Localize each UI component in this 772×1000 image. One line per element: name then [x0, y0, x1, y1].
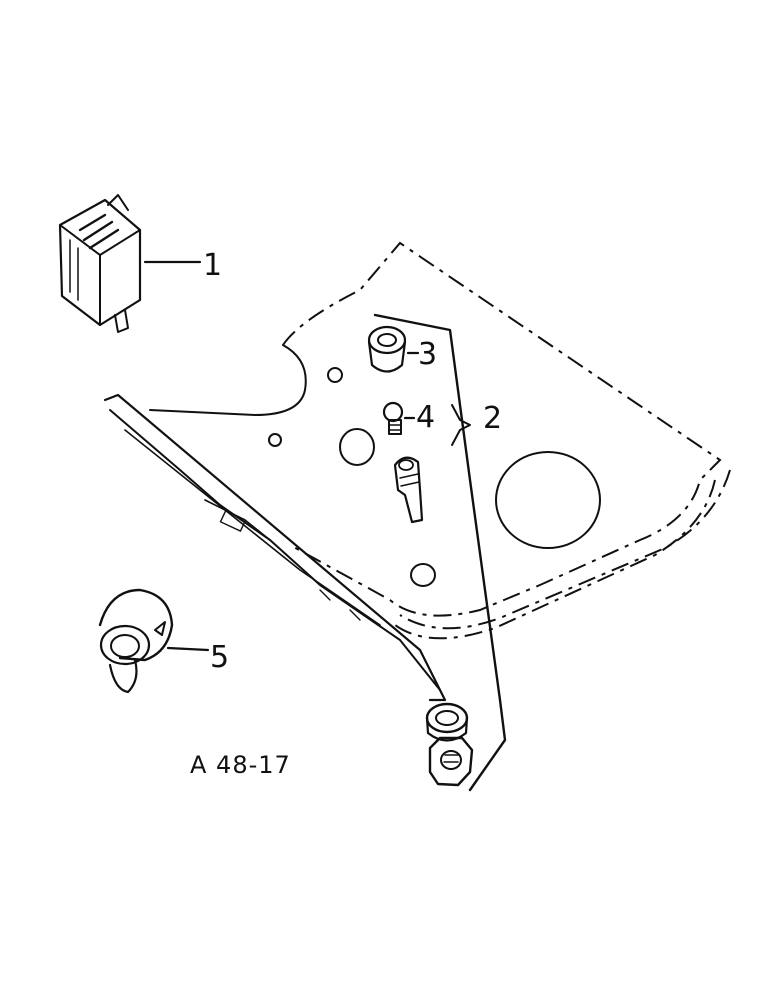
figure-id: A 48-17	[190, 751, 291, 779]
grommet	[367, 325, 420, 373]
callout-5: 5	[210, 640, 229, 675]
callout-4: 4	[416, 400, 435, 435]
frame-rail	[103, 393, 447, 702]
mounting-panel	[149, 241, 731, 640]
callout-3: 3	[418, 337, 437, 372]
bracket-plate	[373, 313, 507, 792]
bulb	[382, 401, 416, 435]
callout-1: 1	[203, 248, 222, 283]
lamp-socket	[393, 456, 424, 524]
nut-and-washer	[425, 702, 474, 787]
horn-buzzer	[98, 588, 210, 694]
callout-2: 2	[483, 401, 502, 436]
callout-brace	[451, 404, 471, 446]
flasher-unit	[58, 194, 202, 333]
